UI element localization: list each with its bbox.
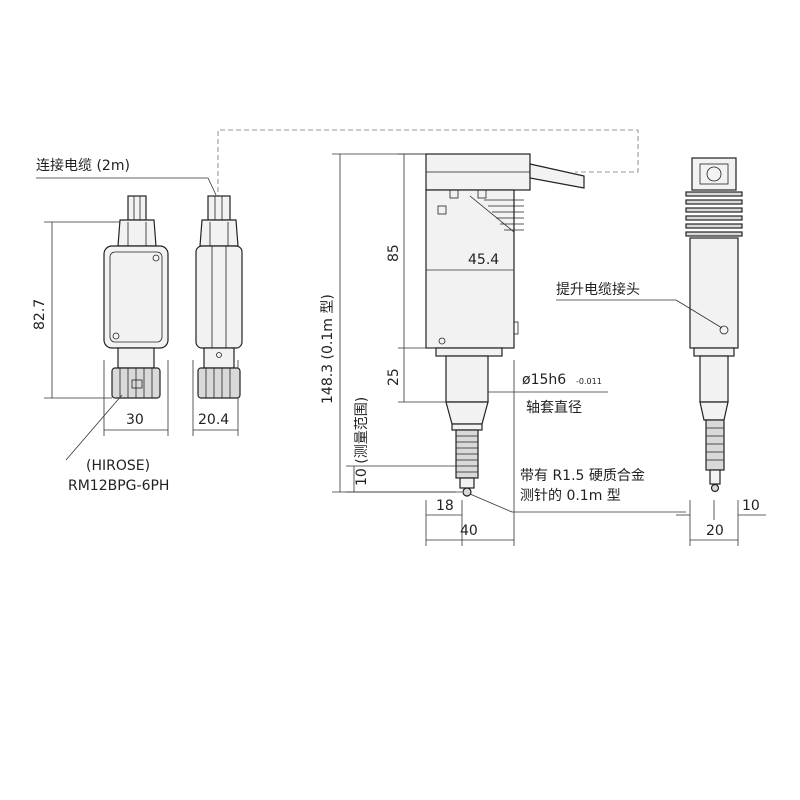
right-dimensions [556, 299, 766, 546]
width-30: 30 [126, 412, 144, 428]
width-45-4: 45.4 [468, 252, 499, 268]
left-side-view [195, 195, 243, 399]
rubber-boot [455, 429, 479, 479]
lifting-connector-label: 提升电缆接头 [556, 281, 640, 298]
height-85: 85 [386, 244, 402, 262]
carbide-label-2: 测针的 0.1m 型 [520, 488, 621, 504]
carbide-label-1: 带有 R1.5 硬质合金 [520, 468, 645, 484]
cable-label: 连接电缆 (2m) [36, 157, 130, 174]
sleeve-dia-label: ø15h6 [522, 372, 566, 388]
right-width-10: 10 [742, 498, 760, 514]
height-25: 25 [386, 368, 402, 386]
sleeve-tolerance: -0.011 [576, 377, 602, 386]
cable-leader [36, 177, 217, 196]
sleeve-name-label: 轴套直径 [526, 399, 582, 416]
right-fins [685, 191, 743, 237]
width-40: 40 [460, 523, 478, 539]
left-front-view [103, 195, 169, 399]
middle-dimensions [332, 153, 686, 546]
width-18: 18 [436, 498, 454, 514]
right-width-20: 20 [706, 523, 724, 539]
cable-connection-dashed [217, 129, 639, 200]
connector-maker: (HIROSE) [86, 458, 150, 474]
connector-model: RM12BPG-6PH [68, 478, 169, 494]
left-dimensions [44, 221, 239, 461]
height-82-7: 82.7 [32, 299, 48, 330]
right-view [685, 157, 743, 493]
width-20-4: 20.4 [198, 412, 229, 428]
range-10-label: 10 (测量范围) [353, 397, 370, 486]
total-height-label: 148.3 (0.1m 型) [320, 294, 336, 404]
middle-view [425, 153, 585, 497]
cooling-fins [469, 195, 524, 233]
